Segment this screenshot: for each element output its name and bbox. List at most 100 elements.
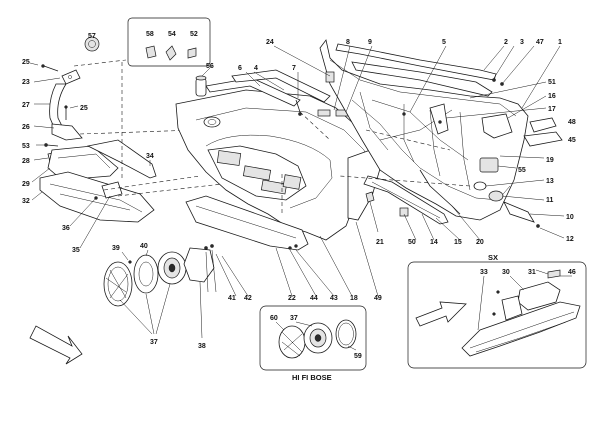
label-57: 57 (88, 33, 96, 40)
label-5: 5 (442, 39, 446, 46)
sx-armrest (461, 301, 581, 357)
label-48: 48 (568, 119, 576, 126)
label-2: 2 (504, 39, 508, 46)
speaker-set (103, 244, 217, 339)
label-7: 7 (292, 65, 296, 72)
part-34-trim (86, 139, 157, 179)
label-25: 25 (22, 59, 30, 66)
label-sx-46: 46 (568, 269, 576, 276)
label-29: 29 (22, 181, 30, 188)
part-35-bracket (101, 181, 123, 199)
label-hifi-60: 60 (270, 315, 278, 322)
label-sx-33: 33 (480, 269, 488, 276)
label-6: 6 (238, 65, 242, 72)
label-35: 35 (72, 247, 80, 254)
label-51: 51 (548, 79, 556, 86)
hifi-ring (335, 319, 357, 349)
label-21: 21 (376, 239, 384, 246)
label-55: 55 (518, 167, 526, 174)
door-shell (319, 39, 529, 221)
label-24: 24 (266, 39, 274, 46)
label-50: 50 (408, 239, 416, 246)
label-sx-31: 31 (528, 269, 536, 276)
part-45-handle (523, 131, 563, 147)
hifi-bose-title: HI FI BOSE (292, 373, 332, 382)
part-11-ring (488, 190, 504, 202)
top-rails (195, 69, 349, 117)
part-48-clip (529, 117, 557, 133)
label-42: 42 (244, 295, 252, 302)
part-23-bracket (61, 69, 81, 85)
main-door-panel (175, 89, 383, 251)
label-22: 22 (288, 295, 296, 302)
part-55-lock-plate (479, 157, 499, 173)
label-3: 3 (520, 39, 524, 46)
label-58: 58 (146, 31, 154, 38)
direction-arrow (29, 325, 83, 365)
label-45: 45 (568, 137, 576, 144)
label-10: 10 (566, 214, 574, 221)
part-26-bracket (51, 123, 83, 141)
leader-lines-left (29, 59, 223, 249)
label-47: 47 (536, 39, 544, 46)
part-10-cylinder (503, 201, 535, 223)
label-32: 32 (22, 198, 30, 205)
label-52: 52 (190, 31, 198, 38)
sx-direction-arrow (415, 301, 467, 327)
label-36: 36 (62, 225, 70, 232)
label-13: 13 (546, 178, 554, 185)
label-49: 49 (374, 295, 382, 302)
label-19: 19 (546, 157, 554, 164)
label-hifi-59: 59 (354, 353, 362, 360)
label-54: 54 (168, 31, 176, 38)
label-41: 41 (228, 295, 236, 302)
part-4-rail (231, 69, 331, 103)
part-2-seal (335, 43, 497, 81)
sx-variant-box (407, 261, 587, 369)
label-20: 20 (476, 239, 484, 246)
label-37: 37 (150, 339, 158, 346)
hifi-bose-box (259, 305, 367, 371)
label-12: 12 (566, 236, 574, 243)
label-38: 38 (198, 343, 206, 350)
label-16: 16 (548, 93, 556, 100)
label-23: 23 (22, 79, 30, 86)
label-14: 14 (430, 239, 438, 246)
part-56-pin (195, 77, 207, 97)
label-9: 9 (368, 39, 372, 46)
leader-lines-right (201, 45, 565, 297)
label-34: 34 (146, 153, 154, 160)
part-57-cap (84, 36, 100, 52)
label-39: 39 (112, 245, 120, 252)
label-18: 18 (350, 295, 358, 302)
label-4: 4 (254, 65, 258, 72)
sx-title: SX (488, 253, 498, 262)
part-13-lock (473, 181, 487, 191)
handle-assembly (39, 36, 157, 223)
label-40: 40 (140, 243, 148, 250)
part-16-latch (481, 113, 513, 139)
clips-box (127, 17, 211, 67)
sx-bracket (501, 295, 523, 321)
label-43: 43 (330, 295, 338, 302)
label-53: 53 (22, 143, 30, 150)
label-15: 15 (454, 239, 462, 246)
label-8: 8 (346, 39, 350, 46)
part-17-cable (429, 103, 449, 135)
label-hifi-37: 37 (290, 315, 298, 322)
label-27: 27 (22, 102, 30, 109)
label-11: 11 (546, 197, 554, 204)
part-22-pocket (185, 195, 309, 251)
part-40-speaker (133, 254, 159, 294)
label-56: 56 (206, 63, 214, 70)
label-sx-30: 30 (502, 269, 510, 276)
part-38-bracket (183, 247, 215, 283)
label-1: 1 (558, 39, 562, 46)
label-44: 44 (310, 295, 318, 302)
label-26: 26 (22, 124, 30, 131)
part-labels: 57 25 23 27 25 26 53 28 29 32 34 36 35 5… (22, 31, 576, 382)
label-28: 28 (22, 158, 30, 165)
label-25b: 25 (80, 105, 88, 112)
label-17: 17 (548, 106, 556, 113)
